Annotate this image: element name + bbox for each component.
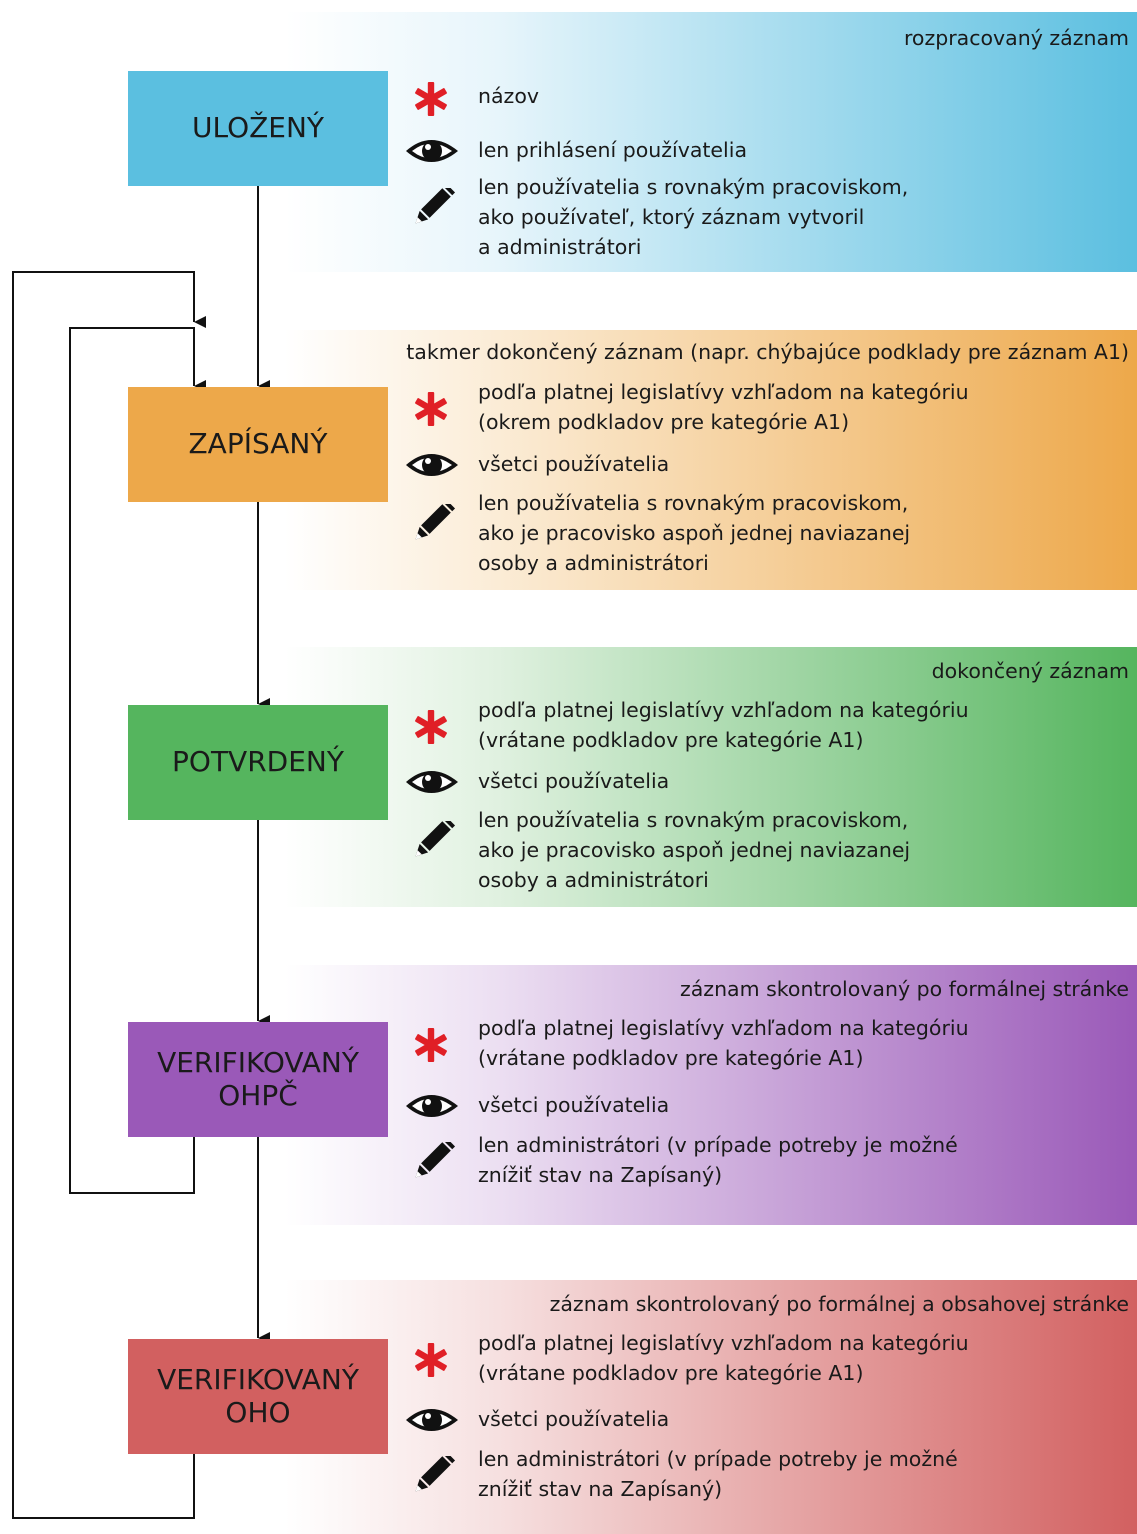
visibility-row: všetci používatelia [404,762,1124,802]
visibility-text: len prihlásení používatelia [478,138,748,162]
state-label: ULOŽENÝ [191,111,325,145]
pencil-icon [411,1142,456,1182]
eye-icon [406,454,458,476]
visibility-text: všetci používatelia [478,452,670,476]
editing-text: len používatelia s rovnakým pracoviskom,… [478,175,909,259]
editing-row: len používatelia s rovnakým pracoviskom,… [404,488,1124,583]
asterisk-icon [414,82,448,116]
eye-icon [406,1095,458,1117]
state-box-zapisany: ZAPÍSANÝ [128,387,388,502]
visibility-text: všetci používatelia [478,769,670,793]
band-verifikovany-oho: záznam skontrolovaný po formálnej a obsa… [285,1280,1137,1534]
visibility-text: všetci používatelia [478,1093,670,1117]
editing-text: len administrátori (v prípade potreby je… [478,1133,958,1187]
visibility-row: len prihlásení používatelia [404,131,1124,171]
state-note: záznam skontrolovaný po formálnej a obsa… [549,1292,1129,1316]
required-text: podľa platnej legislatívy vzhľadom na ka… [478,1016,969,1070]
eye-icon [406,1409,458,1431]
pencil-icon [411,1456,456,1496]
state-label: VERIFIKOVANÝ OHPČ [157,1045,359,1112]
pencil-icon [411,821,456,861]
state-label: ZAPÍSANÝ [188,427,328,461]
visibility-text: všetci používatelia [478,1407,670,1431]
editing-text: len používatelia s rovnakým pracoviskom,… [478,808,911,892]
editing-text: len používatelia s rovnakým pracoviskom,… [478,491,911,575]
state-note: rozpracovaný záznam [903,26,1129,50]
required-text: podľa platnej legislatívy vzhľadom na ka… [478,1331,969,1385]
required-row: podľa platnej legislatívy vzhľadom na ka… [404,1328,1124,1393]
state-box-potvrdeny: POTVRDENÝ [128,705,388,820]
required-text: podľa platnej legislatívy vzhľadom na ka… [478,698,969,752]
state-note: dokončený záznam [931,659,1129,683]
state-box-verifikovany-ohpc: VERIFIKOVANÝ OHPČ [128,1022,388,1137]
pencil-icon [411,188,456,228]
eye-icon [406,140,458,162]
asterisk-icon [414,392,448,426]
state-label: VERIFIKOVANÝ OHO [157,1362,359,1429]
state-label: POTVRDENÝ [172,745,344,779]
editing-row: len používatelia s rovnakým pracoviskom,… [404,172,1124,267]
required-text: názov [478,84,539,108]
required-row: podľa platnej legislatívy vzhľadom na ka… [404,1013,1124,1078]
required-row: podľa platnej legislatívy vzhľadom na ka… [404,695,1124,760]
required-row: názov [404,79,1124,119]
editing-row: len administrátori (v prípade potreby je… [404,1130,1124,1195]
pencil-icon [411,504,456,544]
asterisk-icon [414,1028,448,1062]
state-note: takmer dokončený záznam (napr. chýbajúce… [406,340,1129,364]
eye-icon [406,771,458,793]
editing-text: len administrátori (v prípade potreby je… [478,1447,958,1501]
state-box-ulozeny: ULOŽENÝ [128,71,388,186]
return-loop-oho [12,271,206,1519]
visibility-row: všetci používatelia [404,1400,1124,1440]
visibility-row: všetci používatelia [404,1086,1124,1126]
required-row: podľa platnej legislatívy vzhľadom na ka… [404,377,1124,442]
editing-row: len administrátori (v prípade potreby je… [404,1444,1124,1509]
state-note: záznam skontrolovaný po formálnej stránk… [679,977,1129,1001]
return-loop-ohpc [69,327,206,1194]
required-text: podľa platnej legislatívy vzhľadom na ka… [478,380,969,434]
asterisk-icon [414,1343,448,1377]
band-verifikovany-ohpc: záznam skontrolovaný po formálnej stránk… [285,965,1137,1225]
state-box-verifikovany-oho: VERIFIKOVANÝ OHO [128,1339,388,1454]
editing-row: len používatelia s rovnakým pracoviskom,… [404,805,1124,900]
asterisk-icon [414,710,448,744]
visibility-row: všetci používatelia [404,445,1124,485]
